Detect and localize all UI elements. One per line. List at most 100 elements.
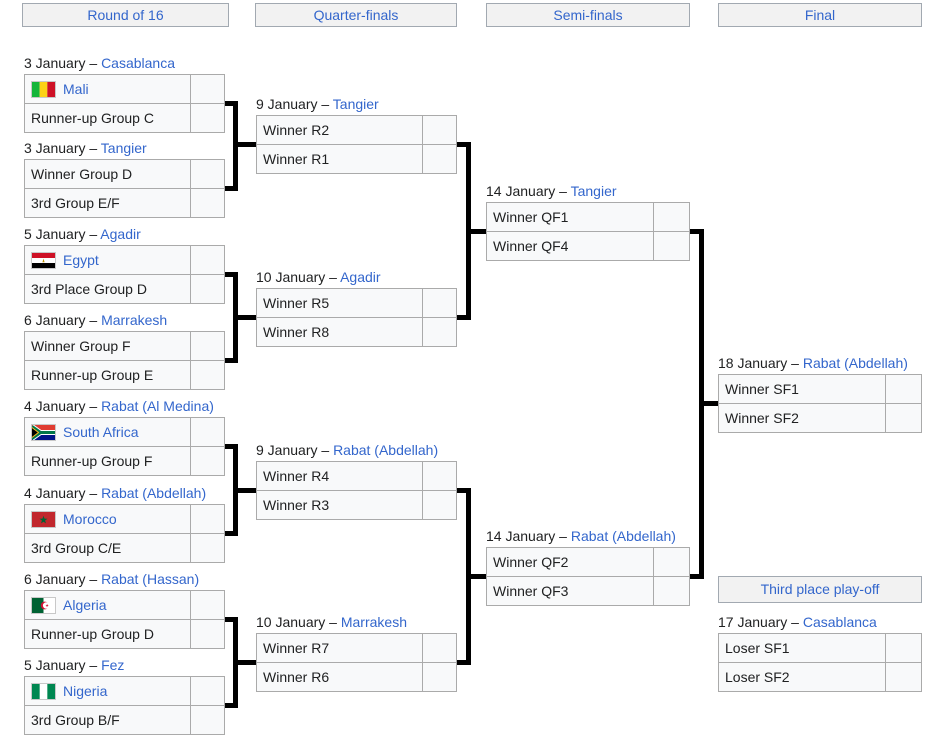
match-date-label: 10 January – Agadir: [256, 269, 381, 285]
team-row: Runner-up Group D: [25, 619, 224, 648]
venue-link[interactable]: Casablanca: [802, 614, 877, 630]
team-cell: Winner QF1: [487, 203, 653, 231]
team-cell: Winner R8: [257, 318, 422, 346]
team-placeholder: Winner R4: [263, 468, 330, 484]
team-row: 3rd Place Group D: [25, 274, 224, 303]
match-date-label: 5 January – Fez: [24, 657, 124, 673]
bracket-connector-line: [233, 488, 256, 493]
team-cell: Winner QF4: [487, 232, 653, 260]
score-cell: [885, 663, 921, 691]
match-date: 10 January: [256, 269, 326, 285]
team-cell: Nigeria: [25, 677, 190, 705]
match-date: 9 January: [256, 442, 318, 458]
team-link[interactable]: Mali: [63, 81, 89, 97]
team-cell: Runner-up Group E: [25, 361, 190, 389]
team-cell: Winner R7: [257, 634, 422, 662]
bracket-connector-line: [457, 660, 471, 665]
team-link[interactable]: Algeria: [63, 597, 107, 613]
score-cell: [422, 318, 456, 346]
venue-link[interactable]: Rabat (Abdellah): [802, 355, 908, 371]
date-separator: –: [325, 614, 341, 630]
team-placeholder: 3rd Group B/F: [31, 712, 120, 728]
bracket-connector-line: [690, 229, 704, 234]
team-link[interactable]: South Africa: [63, 424, 139, 440]
venue-link[interactable]: Rabat (Al Medina): [101, 398, 214, 414]
date-separator: –: [85, 312, 102, 328]
team-cell: Runner-up Group F: [25, 447, 190, 475]
team-row: Runner-up Group C: [25, 103, 224, 132]
team-row: Algeria: [25, 591, 224, 619]
match-quarter-finals-4: Winner R7 Winner R6: [256, 633, 457, 692]
venue-link[interactable]: Casablanca: [101, 55, 175, 71]
date-separator: –: [85, 657, 102, 673]
team-placeholder: 3rd Place Group D: [31, 281, 147, 297]
venue-link[interactable]: Rabat (Abdellah): [101, 485, 207, 501]
venue-link[interactable]: Marrakesh: [101, 312, 168, 328]
team-cell: Winner R6: [257, 663, 422, 691]
bracket-connector-line: [466, 229, 486, 234]
venue-link[interactable]: Rabat (Abdellah): [570, 528, 676, 544]
team-placeholder: 3rd Group E/F: [31, 195, 120, 211]
column-header-link[interactable]: Semi-finals: [553, 7, 623, 23]
team-cell: Winner R3: [257, 491, 422, 519]
team-row: 3rd Group B/F: [25, 705, 224, 734]
team-cell: Winner QF3: [487, 577, 653, 605]
score-cell: [422, 663, 456, 691]
team-placeholder: Winner R2: [263, 122, 330, 138]
bracket-connector-line: [233, 142, 256, 147]
match-date-label: 9 January – Rabat (Abdellah): [256, 442, 438, 458]
match-date-label: 6 January – Marrakesh: [24, 312, 167, 328]
team-placeholder: Winner Group F: [31, 338, 131, 354]
team-cell: 3rd Place Group D: [25, 275, 190, 303]
team-row: Mali: [25, 75, 224, 103]
team-row: 3rd Group C/E: [25, 533, 224, 562]
venue-link[interactable]: Fez: [101, 657, 125, 673]
team-row: Egypt: [25, 246, 224, 274]
column-header-link[interactable]: Round of 16: [87, 7, 164, 23]
date-separator: –: [85, 398, 102, 414]
team-row: Winner R2: [257, 116, 456, 144]
team-placeholder: Winner R7: [263, 640, 330, 656]
score-cell: [422, 116, 456, 144]
venue-link[interactable]: Rabat (Abdellah): [333, 442, 439, 458]
match-date-label: 14 January – Tangier: [486, 183, 617, 199]
match-round-of-16-4: Winner Group F Runner-up Group E: [24, 331, 225, 390]
morocco-flag-icon: [31, 510, 56, 528]
team-link[interactable]: Nigeria: [63, 683, 108, 699]
column-header-link[interactable]: Final: [804, 7, 836, 23]
venue-link[interactable]: Agadir: [100, 226, 141, 242]
column-header-link[interactable]: Quarter-finals: [313, 7, 399, 23]
team-placeholder: Runner-up Group D: [31, 626, 154, 642]
team-cell: Egypt: [25, 246, 190, 274]
team-placeholder: Runner-up Group C: [31, 110, 154, 126]
team-cell: Loser SF2: [719, 663, 885, 691]
venue-link[interactable]: Tangier: [570, 183, 617, 199]
team-cell: Winner R2: [257, 116, 422, 144]
team-cell: Runner-up Group D: [25, 620, 190, 648]
venue-link[interactable]: Tangier: [332, 96, 379, 112]
match-round-of-16-8: Nigeria 3rd Group B/F: [24, 676, 225, 735]
bracket-connector-line: [225, 272, 238, 277]
match-date: 10 January: [256, 614, 326, 630]
team-link[interactable]: Egypt: [63, 252, 99, 268]
team-link[interactable]: Morocco: [63, 511, 117, 527]
score-cell: [190, 505, 224, 533]
team-cell: Winner Group D: [25, 160, 190, 188]
venue-link[interactable]: Agadir: [340, 269, 381, 285]
score-cell: [653, 232, 689, 260]
team-placeholder: Winner Group D: [31, 166, 133, 182]
match-date-label: 4 January – Rabat (Al Medina): [24, 398, 214, 414]
venue-link[interactable]: Tangier: [100, 140, 147, 156]
third-place-header-link[interactable]: Third place play-off: [760, 581, 880, 597]
team-row: Runner-up Group F: [25, 446, 224, 475]
team-cell: 3rd Group C/E: [25, 534, 190, 562]
team-row: Winner R1: [257, 144, 456, 173]
venue-link[interactable]: Rabat (Hassan): [101, 571, 200, 587]
score-cell: [190, 706, 224, 734]
match-round-of-16-3: Egypt 3rd Place Group D: [24, 245, 225, 304]
venue-link[interactable]: Marrakesh: [340, 614, 407, 630]
score-cell: [190, 75, 224, 103]
